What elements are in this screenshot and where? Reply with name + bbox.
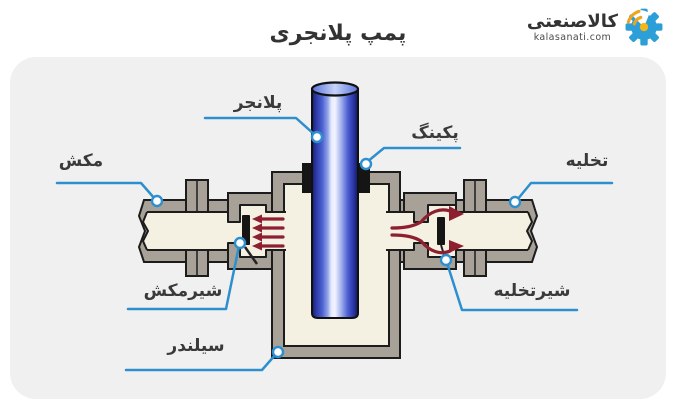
- suction-valve-shape: [242, 215, 259, 265]
- discharge-flow-arrows: [390, 206, 464, 255]
- label-suction-valve: شیرمکش: [143, 281, 223, 301]
- label-plunger: پلانجر: [233, 93, 283, 113]
- leader-suction-valve: [126, 244, 241, 311]
- suction-bore-shape: [142, 204, 286, 258]
- leader-suction: [55, 181, 157, 201]
- leader-plunger: [203, 116, 317, 137]
- leader-discharge-valve: [445, 261, 579, 312]
- plunger-shape: [310, 81, 360, 319]
- brand-logo: کالاصنعتی kalasanati.com: [527, 4, 668, 52]
- label-discharge-valve: شیرتخلیه: [493, 281, 571, 301]
- packing-left-shape: [302, 163, 312, 193]
- leader-dot-suction: [150, 194, 164, 208]
- gear-icon: [625, 8, 663, 46]
- leader-packing: [365, 146, 462, 164]
- leader-dot-suction-valve: [233, 236, 247, 250]
- label-discharge: تخلیه: [565, 151, 609, 171]
- leader-dot-discharge-valve: [439, 253, 453, 267]
- leader-discharge: [515, 181, 614, 202]
- suction-flow-arrows: [252, 214, 285, 251]
- label-suction: مکش: [58, 151, 104, 171]
- leader-dot-cylinder: [271, 345, 285, 359]
- leader-dot-packing: [359, 157, 373, 171]
- label-cylinder: سیلندر: [167, 336, 225, 356]
- signal-dot-icon: [639, 22, 649, 32]
- brand-url: kalasanati.com: [533, 32, 612, 44]
- page-title: پمپ پلانجری: [269, 21, 407, 46]
- brand-text: کالاصنعتی kalasanati.com: [527, 13, 618, 43]
- label-packing: پکینگ: [411, 123, 459, 143]
- leader-dot-plunger: [310, 130, 324, 144]
- leader-lines: [55, 116, 614, 372]
- brand-name: کالاصنعتی: [526, 11, 618, 33]
- leader-dot-discharge: [508, 195, 522, 209]
- signal-waves-icon: [626, 9, 643, 26]
- packing-right-shape: [358, 163, 370, 193]
- leader-cylinder: [124, 352, 278, 372]
